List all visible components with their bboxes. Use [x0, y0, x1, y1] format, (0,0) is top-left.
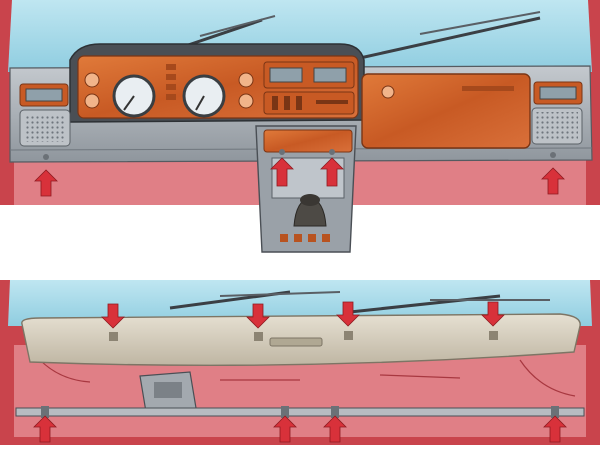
arrow-down-2	[246, 303, 270, 329]
speedometer-needle	[123, 95, 135, 111]
left-wiper-blade	[199, 15, 276, 37]
tachometer-needle	[195, 95, 205, 111]
arrow-down-1	[101, 303, 125, 329]
screw-left	[43, 154, 49, 160]
bottom-right-wiper	[349, 294, 501, 314]
small-gauge-right-upper	[238, 72, 254, 88]
top-arrows	[34, 157, 565, 197]
arrow-up-center-right	[320, 157, 344, 187]
bottom-wiper-blade-left	[219, 291, 341, 297]
left-air-vent-louver	[25, 88, 63, 102]
bottom-panel	[0, 280, 600, 445]
frame-slot	[269, 337, 323, 347]
screw-center-right	[329, 149, 335, 155]
top-panel	[0, 0, 600, 253]
screw-right	[550, 152, 556, 158]
console-switches	[280, 234, 330, 242]
steering-bracket-window	[154, 382, 182, 398]
center-vent-right	[313, 67, 347, 83]
console-wood-insert	[263, 129, 353, 153]
arrow-up-b2	[273, 415, 297, 443]
glovebox-lock	[381, 85, 395, 99]
bottom-arrows-down	[101, 301, 505, 329]
right-air-vent-louver	[539, 86, 577, 100]
screw-center-left	[279, 149, 285, 155]
glovebox	[361, 73, 531, 149]
right-wiper-blade	[419, 11, 541, 35]
arrow-up-b1	[33, 415, 57, 443]
heater-sliders	[272, 96, 348, 110]
arrow-up-b4	[543, 415, 567, 443]
right-wiper	[359, 16, 541, 60]
center-vent-left	[269, 67, 303, 83]
lower-crossbar	[15, 407, 585, 417]
crossbar-clips	[41, 406, 559, 418]
arrow-up-left	[34, 169, 58, 197]
small-gauge-right-lower	[238, 93, 254, 109]
small-gauge-left-lower	[84, 93, 100, 109]
frame-brackets	[109, 331, 498, 341]
right-speaker-holes	[536, 112, 578, 140]
warning-lights	[166, 64, 176, 100]
arrow-up-center-left	[270, 157, 294, 187]
gear-shift-knob	[300, 194, 320, 206]
left-speaker-holes	[24, 114, 66, 142]
arrow-down-4	[481, 301, 505, 327]
small-gauge-left-upper	[84, 72, 100, 88]
arrow-up-right	[541, 167, 565, 195]
arrow-down-3	[336, 301, 360, 327]
bottom-arrows-up	[33, 415, 567, 443]
glovebox-handle	[462, 86, 514, 91]
arrow-up-b3	[323, 415, 347, 443]
